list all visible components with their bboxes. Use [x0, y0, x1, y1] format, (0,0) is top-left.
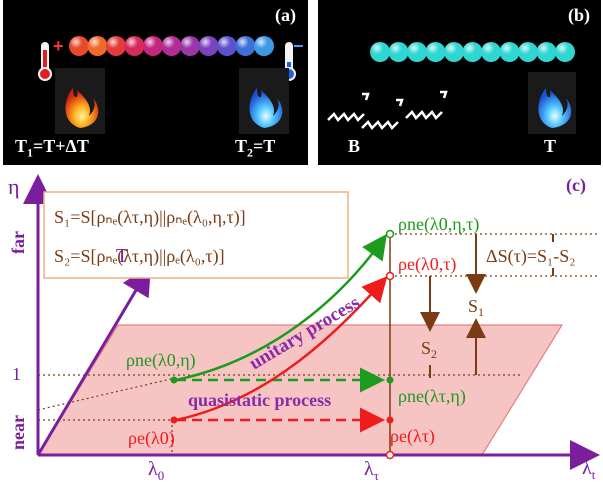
hot-reservoir-flame-icon	[55, 68, 105, 134]
chain-a-bead-shine	[217, 36, 237, 56]
point-e-l0-tau	[385, 271, 395, 281]
point-e-ltau	[386, 416, 394, 424]
chain-b-bead-shine	[407, 42, 427, 62]
chain-a-bead-shine	[161, 36, 182, 56]
hot-thermometer-icon	[38, 42, 52, 81]
entropy-equation-box	[43, 191, 349, 279]
s2-symbol: S	[421, 338, 431, 358]
cold-temperature-label: T2=T	[235, 136, 275, 161]
cold-t-expression: =T	[253, 136, 276, 156]
lambda-tau-tick	[385, 450, 395, 460]
hot-t-subscript: 1	[27, 145, 34, 160]
bath-label: B	[348, 136, 361, 156]
chain-a-bead-shine	[180, 36, 200, 56]
panel-a: + − (a) T1=T+ΔT T2=T	[3, 0, 308, 165]
chain-a-bead-shine	[124, 36, 145, 56]
chain-b-bead-shine	[499, 42, 520, 62]
point-ne-ltau	[386, 376, 394, 384]
chain-a-bead-shine	[87, 36, 108, 56]
cold-t-subscript: 2	[247, 145, 254, 160]
chain-a-bead-shine	[106, 36, 126, 56]
near-label: near	[8, 415, 28, 450]
rho-ne-l0-eta-label: ρne(λ0,η)	[126, 350, 196, 371]
rho-ne-l0-eta-tau-label: ρne(λ0,η,τ)	[398, 214, 479, 235]
radiation-wave-icons	[327, 90, 448, 130]
lambda-zero-label: λ0	[148, 458, 164, 483]
chain-b-bead-shine	[536, 42, 557, 62]
s1-marker: S1	[468, 296, 484, 319]
cold-reservoir-flame-icon	[239, 68, 289, 134]
point-ne-l0	[170, 376, 178, 384]
chain-a-bead-shine	[69, 36, 89, 56]
lambda-tau-label: λτ	[364, 458, 379, 483]
chain-a	[69, 36, 274, 56]
point-e-l0	[170, 416, 178, 424]
panel-b-graphic	[327, 42, 576, 134]
chain-a-bead-shine	[254, 36, 274, 56]
lambda-tau-subscript: τ	[374, 468, 379, 483]
chain-a-bead-shine	[235, 36, 256, 56]
chain-a-bead-shine	[143, 36, 163, 56]
panel-a-label: (a)	[275, 5, 296, 25]
eta-axis-label: η	[8, 174, 20, 199]
panel-b: (b) B T	[318, 0, 601, 165]
cold-t-symbol: T	[235, 136, 248, 156]
lambda-symbol: λ	[582, 457, 592, 479]
lambda-zero-symbol: λ	[148, 458, 158, 480]
unitary-green-curve	[175, 233, 387, 382]
rho-ne-ltau-eta-label: ρne(λτ,η)	[398, 386, 466, 407]
panel-a-graphic: + −	[38, 36, 304, 134]
chain-b-bead-shine	[555, 42, 575, 62]
plus-sign: +	[53, 36, 64, 56]
chain-b-bead-shine	[481, 42, 501, 62]
lambda-zero-subscript: 0	[158, 468, 165, 483]
point-ne-l0-tau	[385, 229, 395, 239]
temperature-axis-label: T	[116, 245, 128, 267]
lambda-tau-symbol: λ	[364, 458, 374, 480]
rho-e-l0-label: ρe(λ0)	[128, 428, 175, 449]
rho-e-ltau-label: ρe(λτ)	[390, 426, 435, 447]
far-label: far	[8, 231, 28, 254]
rho-e-l0-tau-label: ρe(λ0,τ)	[398, 254, 456, 275]
hot-t-expression: =T+ΔT	[33, 136, 89, 156]
temperature-axis	[36, 264, 152, 456]
chain-b-bead-shine	[462, 42, 483, 62]
cold-reservoir-flame-icon	[528, 72, 576, 134]
quasistatic-process-label: quasistatic process	[188, 390, 331, 410]
chain-b	[370, 42, 575, 62]
s1-equation: S₁=S[ρₙₑ(λτ,η)||ρₙₑ(λ₀,η,τ)]	[54, 207, 246, 228]
s2-subscript: 2	[431, 347, 437, 361]
delta-s-label: ΔS(τ)=S₁-S₂	[486, 246, 576, 267]
lambda-subscript: t	[592, 467, 596, 482]
eta-tick-one: 1	[12, 364, 21, 384]
chain-b-bead-shine	[425, 42, 446, 62]
chain-b-bead-shine	[388, 42, 409, 62]
s2-marker: S2	[421, 338, 437, 361]
minus-sign: −	[293, 36, 304, 56]
lambda-axis-label: λt	[582, 457, 596, 482]
hot-temperature-label: T1=T+ΔT	[15, 136, 89, 161]
panel-b-label: (b)	[568, 5, 590, 25]
chain-a-bead-shine	[198, 36, 219, 56]
unitary-red-curve	[175, 276, 388, 422]
chain-b-bead-shine	[444, 42, 464, 62]
near-guide-green	[37, 377, 176, 411]
s1-symbol: S	[468, 296, 478, 316]
chain-b-bead-shine	[518, 42, 538, 62]
s2-equation: S₂=S[ρₙₑ(λτ,η)||ρₑ(λ₀,τ)]	[54, 246, 225, 267]
s1-subscript: 1	[478, 305, 484, 319]
panel-c-diagram: (c) η λt far near 1 T λ0 λτ S₁=S[ρₙₑ(λτ,…	[8, 174, 600, 483]
panel-c-label: (c)	[566, 175, 586, 196]
reservoir-label: T	[544, 136, 557, 156]
chain-b-bead-shine	[370, 42, 390, 62]
hot-t-symbol: T	[15, 136, 28, 156]
